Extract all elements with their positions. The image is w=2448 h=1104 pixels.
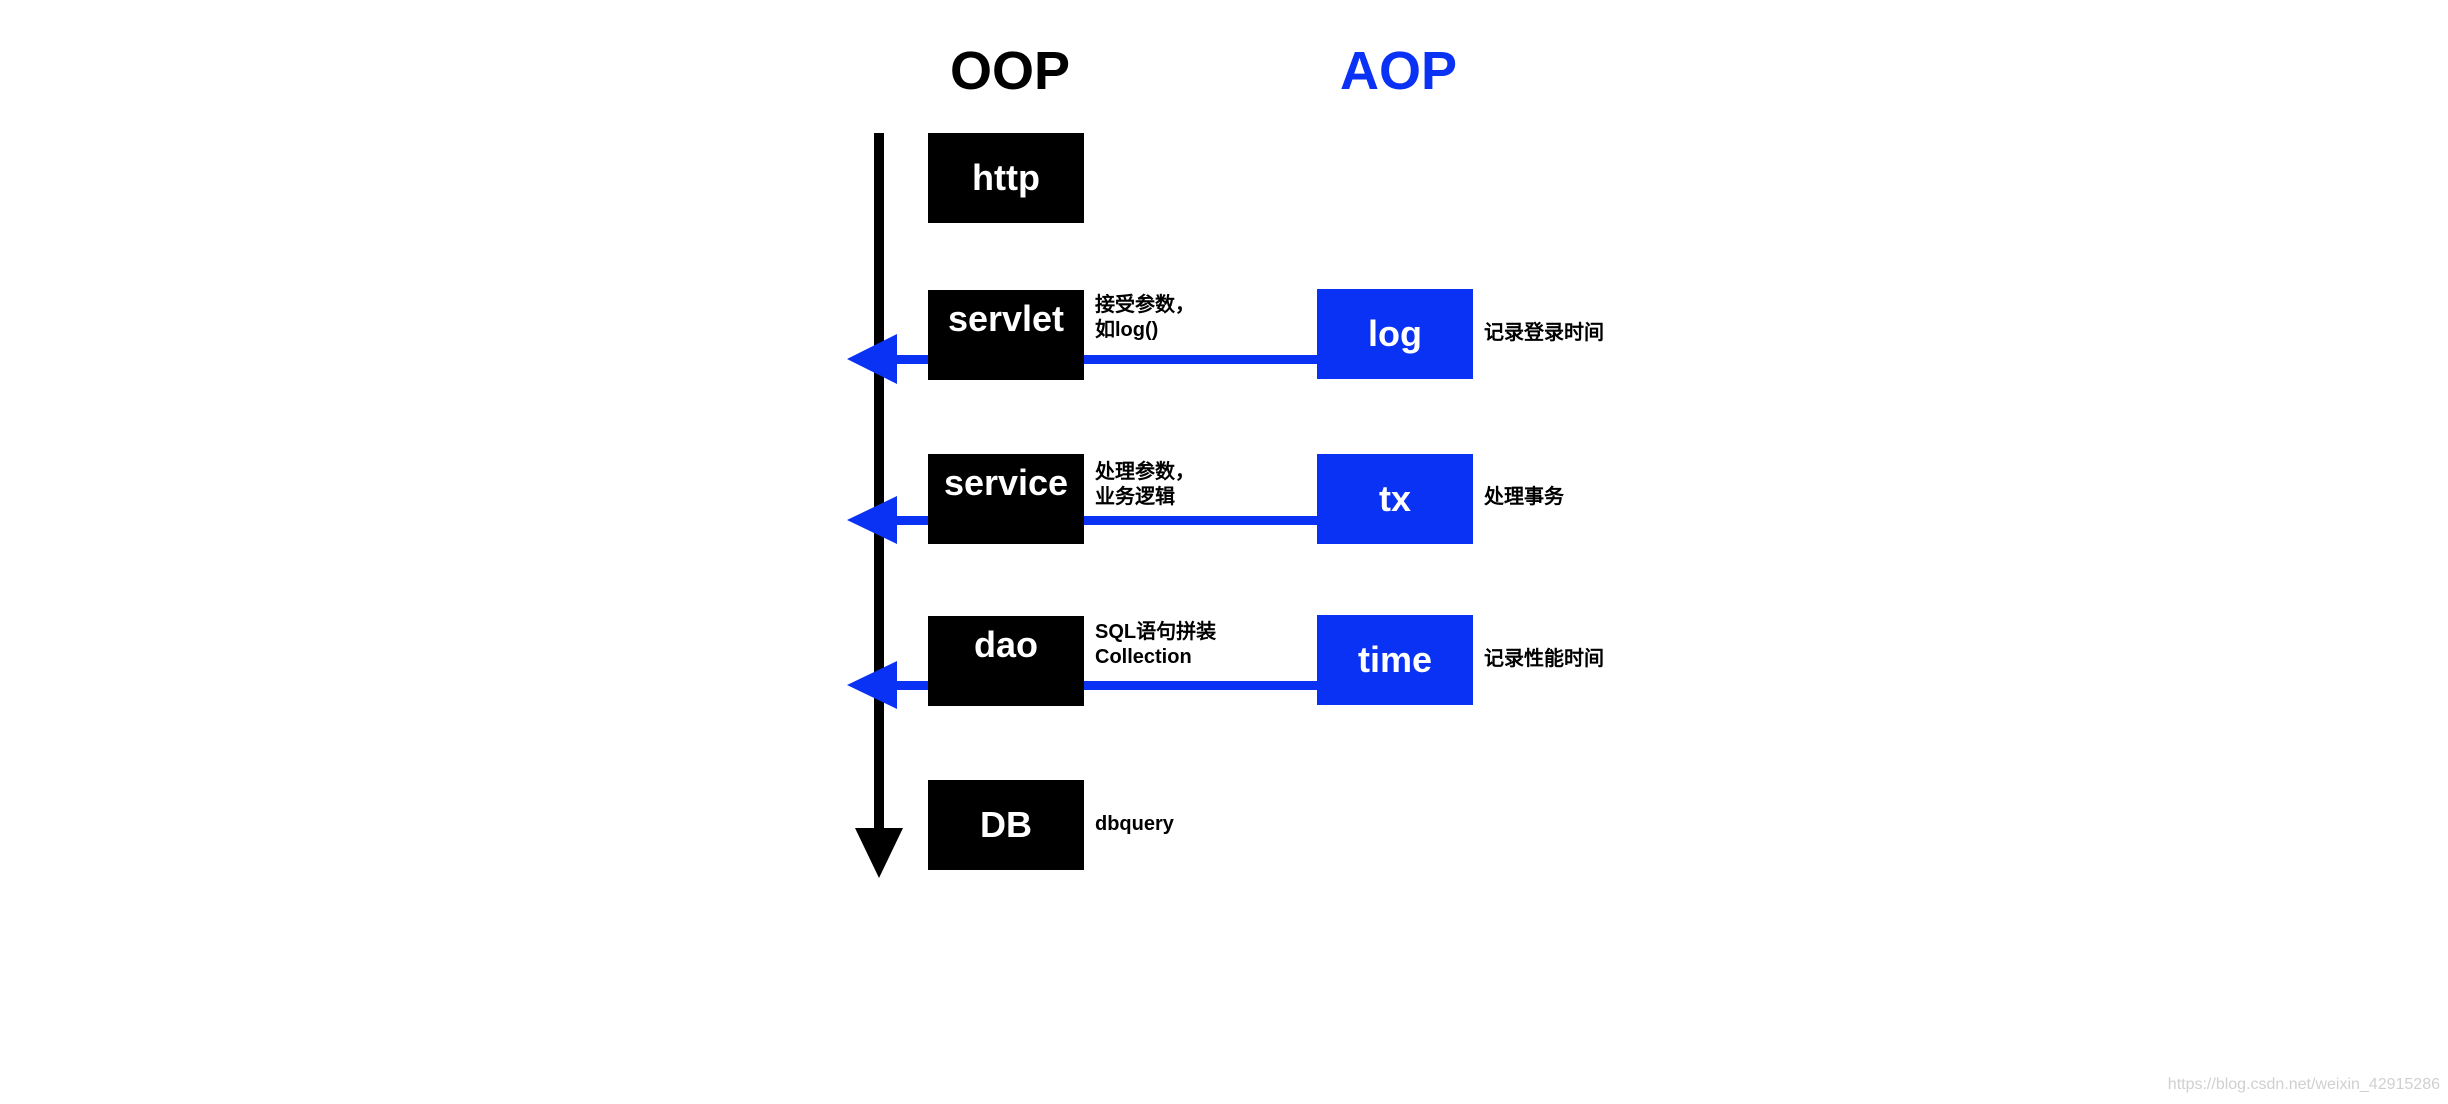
layer-note-service-line2: 业务逻辑 (1095, 486, 1175, 508)
layer-note-dao-line1: SQL语句拼装 (1095, 621, 1217, 643)
layer-note-dao-line2: Collection (1095, 646, 1192, 668)
aspect-note-log: 记录登录时间 (1484, 322, 1604, 344)
aspect-note-tx: 处理事务 (1484, 486, 1564, 508)
watermark-text: https://blog.csdn.net/weixin_42915286 (2167, 1076, 2440, 1093)
aspect-box-time: time (1317, 615, 1473, 705)
call-flow-arrowhead-icon (855, 828, 903, 878)
layer-note-dao: SQL语句拼装 Collection (1095, 620, 1216, 670)
layer-note-db: dbquery (1095, 813, 1174, 835)
layer-box-http: http (928, 133, 1084, 223)
weave-arrow-time (847, 661, 1317, 709)
layer-note-service-line1: 处理参数， (1095, 461, 1195, 483)
layer-note-servlet-line2: 如log() (1095, 319, 1159, 341)
aspect-box-log: log (1317, 289, 1473, 379)
layer-note-servlet: 接受参数， 如log() (1095, 293, 1195, 343)
layer-box-servlet: servlet (928, 290, 1084, 380)
call-flow-shaft (874, 133, 884, 833)
layer-note-service: 处理参数， 业务逻辑 (1095, 460, 1195, 510)
weave-arrow-tx (847, 496, 1317, 544)
layer-box-service: service (928, 454, 1084, 544)
layer-note-servlet-line1: 接受参数， (1095, 294, 1195, 316)
weave-arrow-log (847, 334, 1317, 384)
layer-box-dao: dao (928, 616, 1084, 706)
aspect-note-time: 记录性能时间 (1484, 648, 1604, 670)
aop-heading: AOP (1340, 41, 1458, 101)
aspect-box-tx: tx (1317, 454, 1473, 544)
oop-heading: OOP (950, 41, 1071, 101)
layer-box-db: DB (928, 780, 1084, 870)
